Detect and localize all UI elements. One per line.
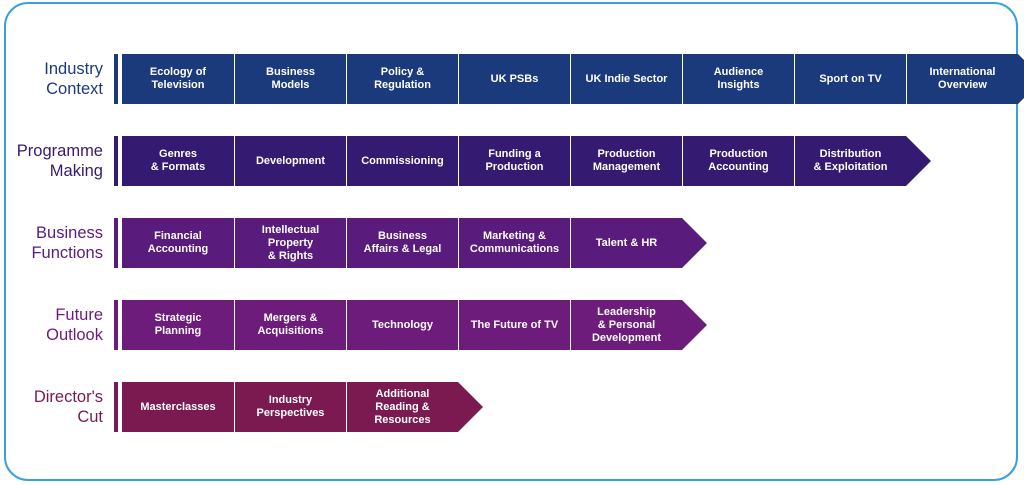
bar-start-edge: [114, 300, 118, 350]
arrow-tip-icon: [1018, 54, 1024, 104]
stage-cell: Business Affairs & Legal: [346, 218, 458, 268]
bar-start-edge: [114, 136, 118, 186]
arrow-tip-icon: [682, 218, 707, 268]
stage-cell: Strategic Planning: [122, 300, 234, 350]
stage-cell: Funding a Production: [458, 136, 570, 186]
stage-cell: Policy & Regulation: [346, 54, 458, 104]
stage-cell: International Overview: [906, 54, 1018, 104]
bar-start-edge: [114, 382, 118, 432]
outer-frame: [4, 2, 1018, 481]
stage-cell: UK Indie Sector: [570, 54, 682, 104]
stage-cell: Industry Perspectives: [234, 382, 346, 432]
stage-cell: Genres & Formats: [122, 136, 234, 186]
stage-cell: Business Models: [234, 54, 346, 104]
row-label: Programme Making: [16, 142, 103, 180]
row-label: Director's Cut: [33, 388, 103, 426]
arrow-tip-icon: [906, 136, 931, 186]
stage-cell: Sport on TV: [794, 54, 906, 104]
arrow-tip-icon: [682, 300, 707, 350]
stage-cell: Talent & HR: [570, 218, 682, 268]
bar-start-edge: [114, 54, 118, 104]
stage-cell: Production Accounting: [682, 136, 794, 186]
stage-cell: Development: [234, 136, 346, 186]
row-label: Future Outlook: [46, 306, 103, 344]
stage-cell: Financial Accounting: [122, 218, 234, 268]
stage-cell: Marketing & Communications: [458, 218, 570, 268]
stage-cell: Leadership & Personal Development: [570, 300, 682, 350]
stage-cell: Audience Insights: [682, 54, 794, 104]
stage-cell: Technology: [346, 300, 458, 350]
stage-cell: The Future of TV: [458, 300, 570, 350]
stage-cell: Distribution & Exploitation: [794, 136, 906, 186]
stage-cell: Masterclasses: [122, 382, 234, 432]
arrow-tip-icon: [458, 382, 483, 432]
stage-cell: Additional Reading & Resources: [346, 382, 458, 432]
stage-cell: Ecology of Television: [122, 54, 234, 104]
stage-cell: UK PSBs: [458, 54, 570, 104]
stage-cell: Intellectual Property & Rights: [234, 218, 346, 268]
bar-start-edge: [114, 218, 118, 268]
row-label: Industry Context: [44, 60, 103, 98]
stage-cell: Mergers & Acquisitions: [234, 300, 346, 350]
stage-cell: Production Management: [570, 136, 682, 186]
stage-cell: Commissioning: [346, 136, 458, 186]
row-label: Business Functions: [31, 224, 103, 262]
